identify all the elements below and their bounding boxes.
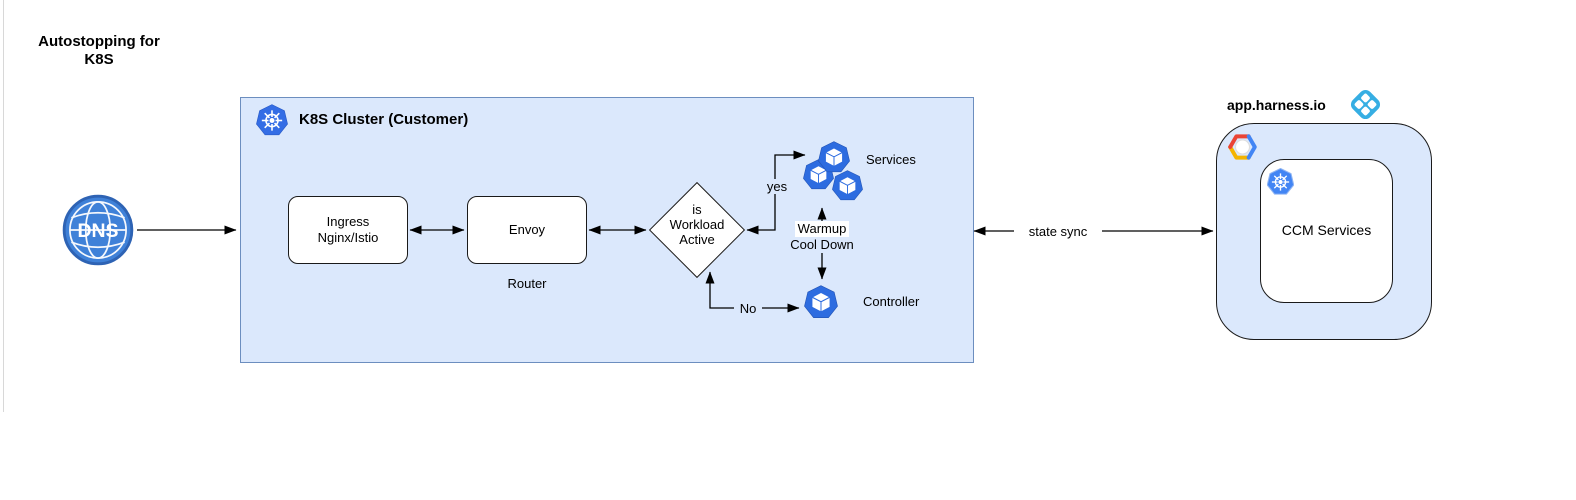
diagram-title-line1: Autostopping for xyxy=(38,33,160,50)
decision-label-line1: is xyxy=(692,202,702,217)
decision-label-line2: Workload xyxy=(669,217,725,232)
diagram-title-line2: K8S xyxy=(84,51,114,68)
diagram-title: Autostopping for K8S xyxy=(18,33,180,69)
kubernetes-icon xyxy=(1266,167,1295,196)
controller-pod-icon xyxy=(804,285,838,320)
dns-globe-icon: DNS xyxy=(62,194,134,266)
harness-logo-icon xyxy=(1349,88,1382,121)
ingress-label-line2: Nginx/Istio xyxy=(317,230,379,245)
pod-icon xyxy=(832,170,863,202)
decision-label-line3: Active xyxy=(679,232,715,247)
ccm-services-label: CCM Services xyxy=(1281,222,1372,238)
edge-label-no: No xyxy=(734,301,762,316)
edge-label-state-sync: state sync xyxy=(1014,224,1102,239)
pod-icon xyxy=(818,141,850,174)
cluster-title: K8S Cluster (Customer) xyxy=(299,111,469,128)
edge-label-warmup-cooldown: Warmup Cool Down xyxy=(784,221,860,253)
decision-label: is Workload Active xyxy=(652,202,742,247)
services-label: Services xyxy=(866,152,916,167)
ingress-label-line1: Ingress xyxy=(326,214,370,229)
google-cloud-icon xyxy=(1227,133,1258,161)
dns-label: DNS xyxy=(77,220,118,242)
envoy-node: Envoy xyxy=(467,196,587,264)
controller-label: Controller xyxy=(863,294,920,309)
ingress-node: Ingress Nginx/Istio xyxy=(288,196,408,264)
harness-title: app.harness.io xyxy=(1227,97,1326,113)
warmup-label-line2: Cool Down xyxy=(790,237,854,253)
page-edge-line xyxy=(3,0,4,412)
warmup-label-line1: Warmup xyxy=(794,221,850,237)
edge-label-yes: yes xyxy=(760,179,794,194)
router-caption: Router xyxy=(507,276,547,291)
envoy-label: Envoy xyxy=(508,222,546,237)
kubernetes-icon xyxy=(256,104,288,137)
